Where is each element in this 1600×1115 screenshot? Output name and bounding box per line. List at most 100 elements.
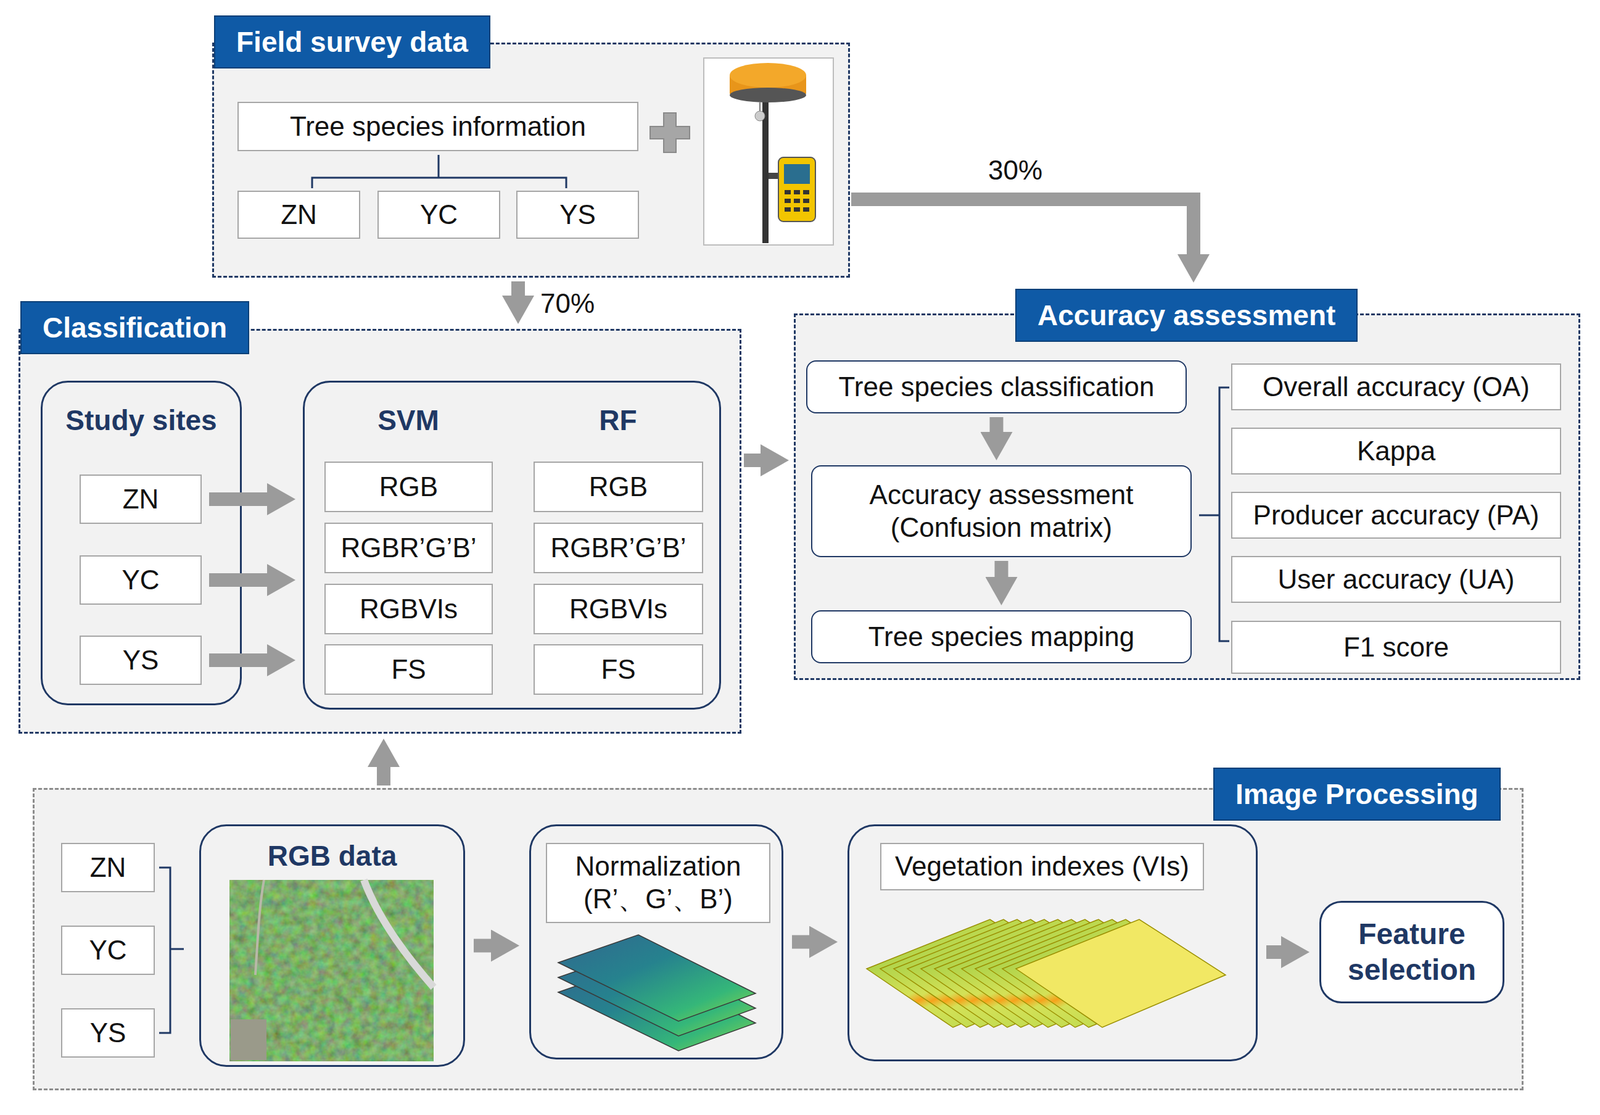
box-label: FS — [391, 653, 426, 686]
brackets — [159, 154, 1230, 1033]
step-label: Normalization (R’、G’、B’) — [545, 842, 771, 923]
process-box: ZN — [237, 190, 361, 239]
process-box: F1 score — [1231, 620, 1562, 674]
panel-title: Field survey data — [214, 15, 491, 69]
step-box: Normalization (R’、G’、B’) — [529, 824, 784, 1060]
bubble-string — [759, 102, 761, 112]
box-label: Producer accuracy (PA) — [1253, 498, 1540, 532]
block-arrow — [791, 935, 811, 949]
box-label: YS — [122, 643, 160, 677]
process-box: ZN — [79, 474, 202, 524]
index-layer — [988, 919, 1199, 1027]
controller-keys — [784, 189, 810, 212]
box-label: Accuracy assessment (Confusion matrix) — [820, 478, 1182, 545]
method-group: SVMRFRGBRGBR’G’B’RGBVIsFSRGBRGBR’G’B’RGB… — [302, 380, 722, 710]
metrics-bracket — [1199, 387, 1230, 641]
block-arrow — [209, 573, 269, 587]
process-box: Producer accuracy (PA) — [1231, 491, 1562, 539]
box-label: FS — [600, 653, 636, 686]
process-box: Tree species information — [237, 101, 639, 152]
process-box: FS — [533, 643, 704, 695]
index-layer — [948, 919, 1158, 1027]
index-layer — [1002, 919, 1213, 1027]
controller — [778, 157, 816, 222]
controller-bracket — [768, 172, 780, 179]
bubble-level — [754, 111, 765, 121]
block-arrow — [851, 199, 1194, 256]
box-label: Tree species mapping — [868, 620, 1135, 654]
index-layer — [920, 919, 1131, 1027]
process-box: YC — [79, 555, 202, 605]
antenna-body — [729, 75, 807, 94]
box-label: Kappa — [1356, 434, 1436, 468]
panel-title: Accuracy assessment — [1015, 288, 1358, 342]
pole — [762, 92, 769, 244]
section-panel: Accuracy assessmentTree species classifi… — [793, 313, 1581, 680]
process-box: YS — [516, 190, 640, 239]
picture-frame — [703, 57, 834, 245]
band-layer — [558, 934, 756, 1021]
group-title: RGB data — [201, 838, 464, 873]
building — [230, 1018, 267, 1060]
process-box: RGBVIs — [533, 583, 704, 635]
box-label: RGB — [379, 470, 438, 504]
index-layer — [866, 919, 1077, 1027]
block-arrow — [473, 938, 493, 953]
step-box: Vegetation indexes (VIs) — [847, 824, 1258, 1061]
index-layer — [934, 919, 1145, 1027]
box-label: ZN — [90, 851, 127, 884]
group-box: RGB data — [199, 824, 466, 1067]
method-title: SVM — [315, 403, 501, 438]
box-label: RGBR’G’B’ — [340, 531, 477, 565]
box-label: YC — [420, 198, 458, 232]
index-layer — [893, 919, 1104, 1027]
process-box: Tree species classification — [806, 360, 1187, 414]
index-layer — [907, 919, 1118, 1027]
block-arrow — [994, 560, 1009, 578]
road — [363, 879, 434, 987]
band-layer — [558, 964, 756, 1051]
block-arrow — [209, 653, 269, 667]
section-panel: Image ProcessingZNYCYSRGB dataNormalizat… — [32, 787, 1524, 1090]
antenna-dome — [729, 62, 807, 88]
process-box: YS — [61, 1007, 155, 1058]
box-label: RGBVIs — [359, 592, 458, 626]
process-box: Overall accuracy (OA) — [1231, 363, 1562, 411]
step-label: Vegetation indexes (VIs) — [880, 842, 1205, 891]
section-panel: ClassificationStudy sitesZNYCYSSVMRFRGBR… — [18, 328, 742, 734]
vegetation-index-layers — [866, 919, 1226, 1027]
process-box: Tree species mapping — [811, 610, 1192, 664]
box-label: YS — [559, 198, 596, 232]
index-layer — [880, 919, 1090, 1027]
box-label: RGBVIs — [569, 592, 668, 626]
section-panel: Field survey dataTree species informatio… — [212, 42, 850, 278]
box-label: YS — [90, 1016, 127, 1050]
box-label: RGB — [589, 470, 648, 504]
index-layer — [961, 919, 1172, 1027]
forest-canopy — [229, 879, 434, 1061]
antenna-base — [729, 87, 807, 103]
panel-title: Image Processing — [1213, 767, 1501, 821]
box-label: Tree species classification — [838, 370, 1155, 404]
box-label: YC — [88, 933, 127, 967]
block-arrow — [989, 416, 1004, 433]
gnss-receiver-picture — [703, 57, 834, 245]
band-layer — [558, 949, 756, 1036]
process-box: ZN — [61, 842, 155, 892]
process-box: RGB — [324, 461, 493, 512]
process-box: RGB — [533, 461, 704, 512]
box-label: ZN — [122, 482, 160, 516]
box-label: YC — [121, 563, 160, 597]
block-arrow — [209, 492, 269, 506]
process-box: Feature selection — [1319, 900, 1505, 1003]
plus-symbol — [650, 112, 690, 153]
process-box: YS — [79, 635, 202, 685]
method-title: RF — [525, 403, 711, 438]
path — [255, 879, 264, 975]
uav-rgb-image — [229, 879, 434, 1061]
block-arrow — [511, 281, 525, 297]
process-box: FS — [324, 643, 493, 695]
process-box: YC — [61, 925, 155, 975]
species-brace — [312, 154, 567, 189]
